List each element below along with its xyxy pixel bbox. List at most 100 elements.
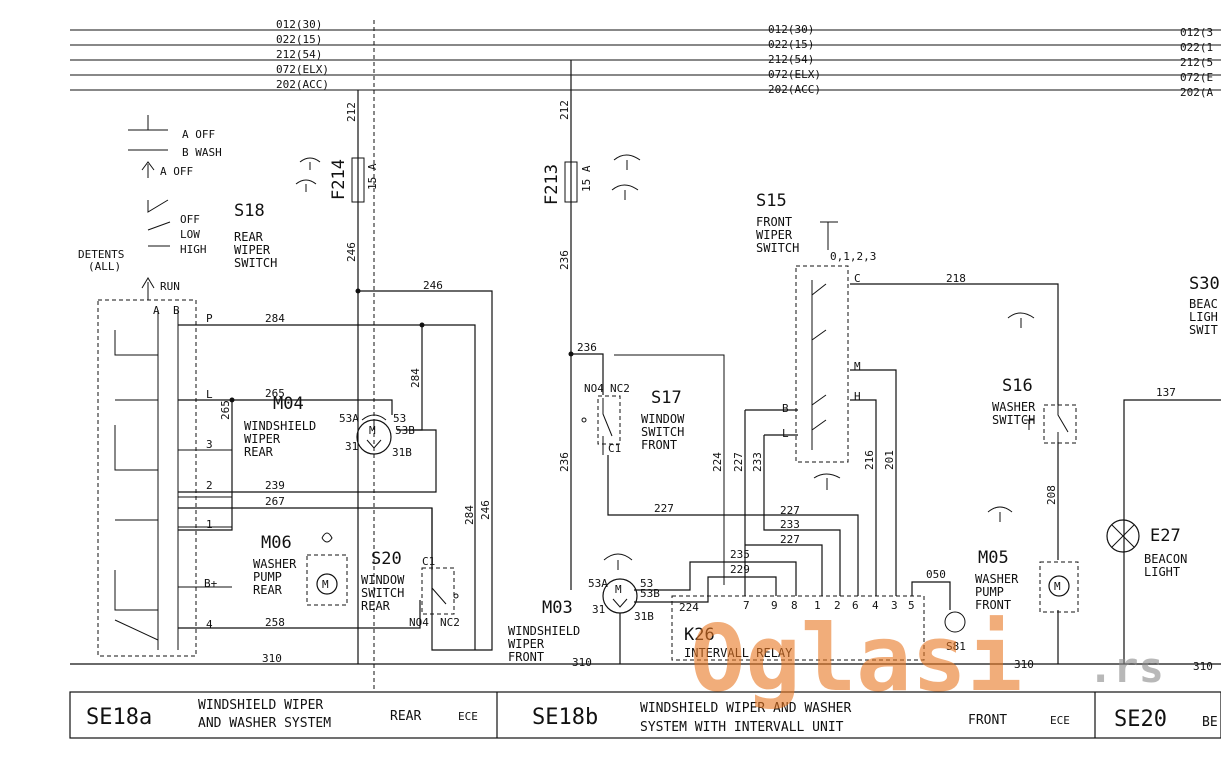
wire-284-h: 284 [265,312,285,325]
wire-212-front: 212 [558,100,571,120]
washer-drop-icon [321,532,333,543]
m03-pin-53b: 53B [640,587,660,600]
e27-id: E27 [1150,526,1181,546]
s20-pin-nc2: NC2 [440,616,460,629]
wire-310-d: 310 [1193,660,1213,673]
s16-washer-switch: S16 WASHER SWITCH [992,312,1077,444]
m05-line2: PUMP [975,585,1004,599]
wire-310-b: 310 [572,656,592,669]
front-wiper-icon-2 [611,184,639,200]
bus-label-4: 072(ELX) [276,63,329,76]
m03-id: M03 [542,598,573,618]
pin-53a: 53A [339,412,359,425]
bus-label-right-2: 022(1 [1180,41,1213,54]
power-bus: 012(30) 022(15) 212(54) 072(ELX) 202(ACC… [70,18,1221,690]
wire-235: 235 [730,548,750,561]
wire-233-b: 233 [780,518,800,531]
pin-31b: 31B [392,446,412,459]
rear-wiper-icon-1 [299,157,321,170]
s30-id: S30 [1189,274,1220,294]
wire-246-h: 246 [423,279,443,292]
pos-run: RUN [160,280,180,293]
k26-pin-4: 4 [872,599,879,612]
k26-line1: INTERVALL RELAY [684,646,793,660]
front-wiper-icons [611,154,641,200]
m03-line1: WINDSHIELD [508,624,580,638]
rear-wiring: 212 F214 15 A 246 246 246 284 284 284 26… [178,90,493,664]
wire-239: 239 [265,479,285,492]
s15-wiper-icon [813,473,841,490]
bus-label-right-3: 212(5 [1180,56,1213,69]
m04-rear-wiper-motor: M 53A 53 53B 31 31B M04 WINDSHIELD WIPER… [244,394,415,459]
s16-wiper-icon [1007,312,1035,328]
s15-line2: WIPER [756,228,793,242]
pin-b: B [173,304,180,317]
s15-pin-m: M [854,360,861,373]
s15-front-wiper-switch: S15 FRONT WIPER SWITCH 0,1,2,3 C M H B L [756,191,876,490]
m05-line3: FRONT [975,598,1011,612]
m03-pin-53a: 53A [588,577,608,590]
se18a-standard: ECE [458,710,478,723]
watermark-brand: Oglasi [690,605,1022,712]
m06-line3: REAR [253,583,283,597]
e27-beacon-light: E27 BEACON LIGHT S30 BEAC LIGH SWIT [1106,274,1220,579]
pin-p: P [206,312,213,325]
wire-229: 229 [730,563,750,576]
m03-wiper-icon [603,553,633,570]
pin-a: A [153,304,160,317]
wire-216-v: 216 [863,450,876,470]
detents-label: DETENTS [78,248,124,261]
k26-pin-5: 5 [908,599,915,612]
svg-text:M: M [322,578,329,591]
svg-text:M: M [369,424,376,437]
m03-pin-31: 31 [592,603,605,616]
s15-line3: SWITCH [756,241,799,255]
bus-label-right-4: 072(E [1180,71,1213,84]
s18-rear-wiper-switch: A OFF B WASH A OFF OFF LOW HIGH DETENTS … [78,115,277,657]
wire-246-v: 246 [345,242,358,262]
k26-pin-3: 3 [891,599,898,612]
wire-265-v: 265 [219,400,232,420]
title-block: SE18a WINDSHIELD WIPER AND WASHER SYSTEM… [69,691,1221,739]
s18-id: S18 [234,201,265,221]
watermark-tld: .rs [1088,643,1164,692]
m05-line1: WASHER [975,572,1019,586]
se20-title: BE [1202,715,1218,730]
wire-208: 208 [1045,485,1058,505]
f213-id: F213 [542,164,562,205]
svg-text:M: M [1054,580,1061,593]
wire-224-v: 224 [711,452,724,472]
k26-pin-1: 1 [814,599,821,612]
se18a-position: REAR [390,709,421,724]
s16-line2: SWITCH [992,413,1035,427]
s20-id: S20 [371,549,402,569]
s17-pin-c1: C1 [608,442,621,455]
s15-pin-h: H [854,390,861,403]
s20-pin-c1: C1 [422,555,435,568]
wire-224-h: 224 [679,601,699,614]
s20-line2: SWITCH [361,586,404,600]
pos-low: LOW [180,228,200,241]
bus-label-mid-1: 012(30) [768,23,814,36]
bus-label-mid-4: 072(ELX) [768,68,821,81]
s15-line1: FRONT [756,215,792,229]
bus-label-mid-5: 202(ACC) [768,83,821,96]
wire-284-v: 284 [409,368,422,388]
detents-all-label: (ALL) [88,260,121,273]
m05-washer-pump-front: M05 WASHER PUMP FRONT M [975,506,1079,613]
se18b-standard: ECE [1050,714,1070,727]
f213-rating: 15 A [580,165,593,192]
f214-id: F214 [329,159,349,200]
k26-pin-2: 2 [834,599,841,612]
m05-washer-icon [987,506,1013,522]
k26-pin-6: 6 [852,599,859,612]
pin-53b: 53B [395,424,415,437]
bus-label-mid-3: 212(54) [768,53,814,66]
wire-236-h: 236 [577,341,597,354]
m03-front-wiper-motor: M 53A 53 53B 31 31B M03 WINDSHIELD WIPER… [508,553,660,664]
s15-id: S15 [756,191,787,211]
wire-050: 050 [926,568,946,581]
wire-265-h: 265 [265,387,285,400]
s15-pin-b: B [782,402,789,415]
m03-pin-53: 53 [640,577,653,590]
